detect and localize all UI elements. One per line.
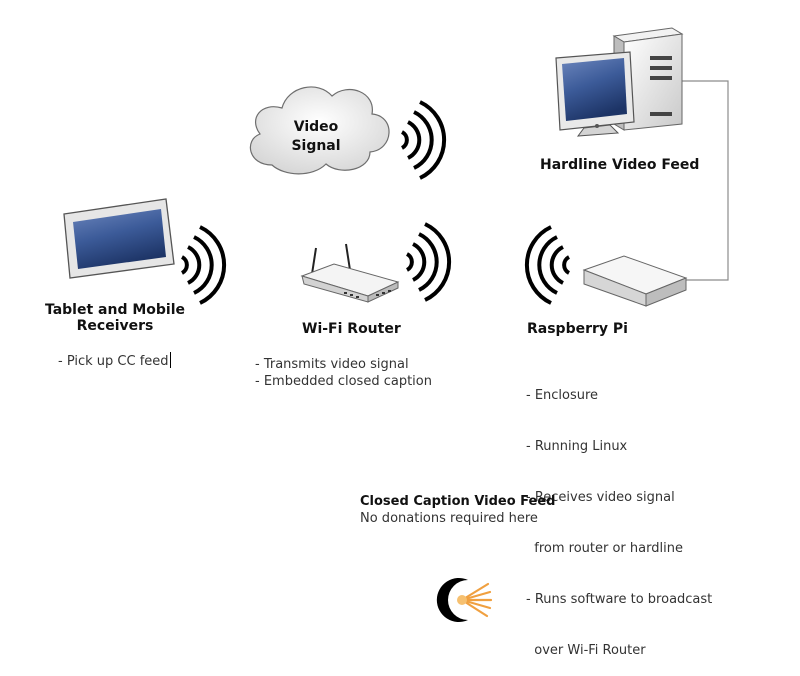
router-waves-icon [405,222,452,302]
pi-title: Raspberry Pi [527,321,628,337]
router-title: Wi-Fi Router [302,321,401,337]
cloud-waves-icon [400,100,447,180]
wifi-waves-icon [180,100,571,305]
text-cursor [169,352,171,368]
pi-bullet: - Receives video signal [526,490,675,505]
desktop-computer-icon [555,27,684,137]
router-bullets: - Transmits video signal - Embedded clos… [255,356,432,390]
router-icon [300,243,400,303]
pi-bullet: from router or hardline [526,541,683,556]
router-bullet: - Embedded closed caption [255,374,432,389]
pi-bullets: - Enclosure - Running Linux - Receives v… [526,353,712,676]
hardline-connector [682,80,729,281]
tablet-bullets: - Pick up CC feed [58,352,171,370]
cloud-label-line1: Video [293,119,339,135]
pi-bullet: - Enclosure [526,388,599,403]
hardline-title: Hardline Video Feed [540,157,700,173]
caption-logo-icon [436,578,493,622]
diagram-canvas [63,27,729,622]
footer: Closed Caption Video Feed No donations r… [360,493,555,527]
tablet-icon [63,198,175,279]
pi-bullet: - Runs software to broadcast [526,592,713,607]
pi-bullet: over Wi-Fi Router [526,643,646,658]
raspberry-pi-icon [582,255,688,307]
pi-bullet: - Running Linux [526,439,628,454]
cloud-icon [249,86,390,175]
tablet-title-line1: Tablet and Mobile [44,302,186,318]
pi-waves-icon [524,225,571,305]
cloud-label: Video Signal [262,118,370,156]
footer-subtitle: No donations required here [360,511,538,526]
tablet-bullet: - Pick up CC feed [58,354,169,369]
tablet-title: Tablet and Mobile Receivers [40,302,190,334]
tablet-waves-icon [180,225,227,305]
router-bullet: - Transmits video signal [255,357,409,372]
tablet-title-line2: Receivers [76,318,154,334]
footer-title: Closed Caption Video Feed [360,494,556,509]
cloud-label-line2: Signal [291,138,341,154]
